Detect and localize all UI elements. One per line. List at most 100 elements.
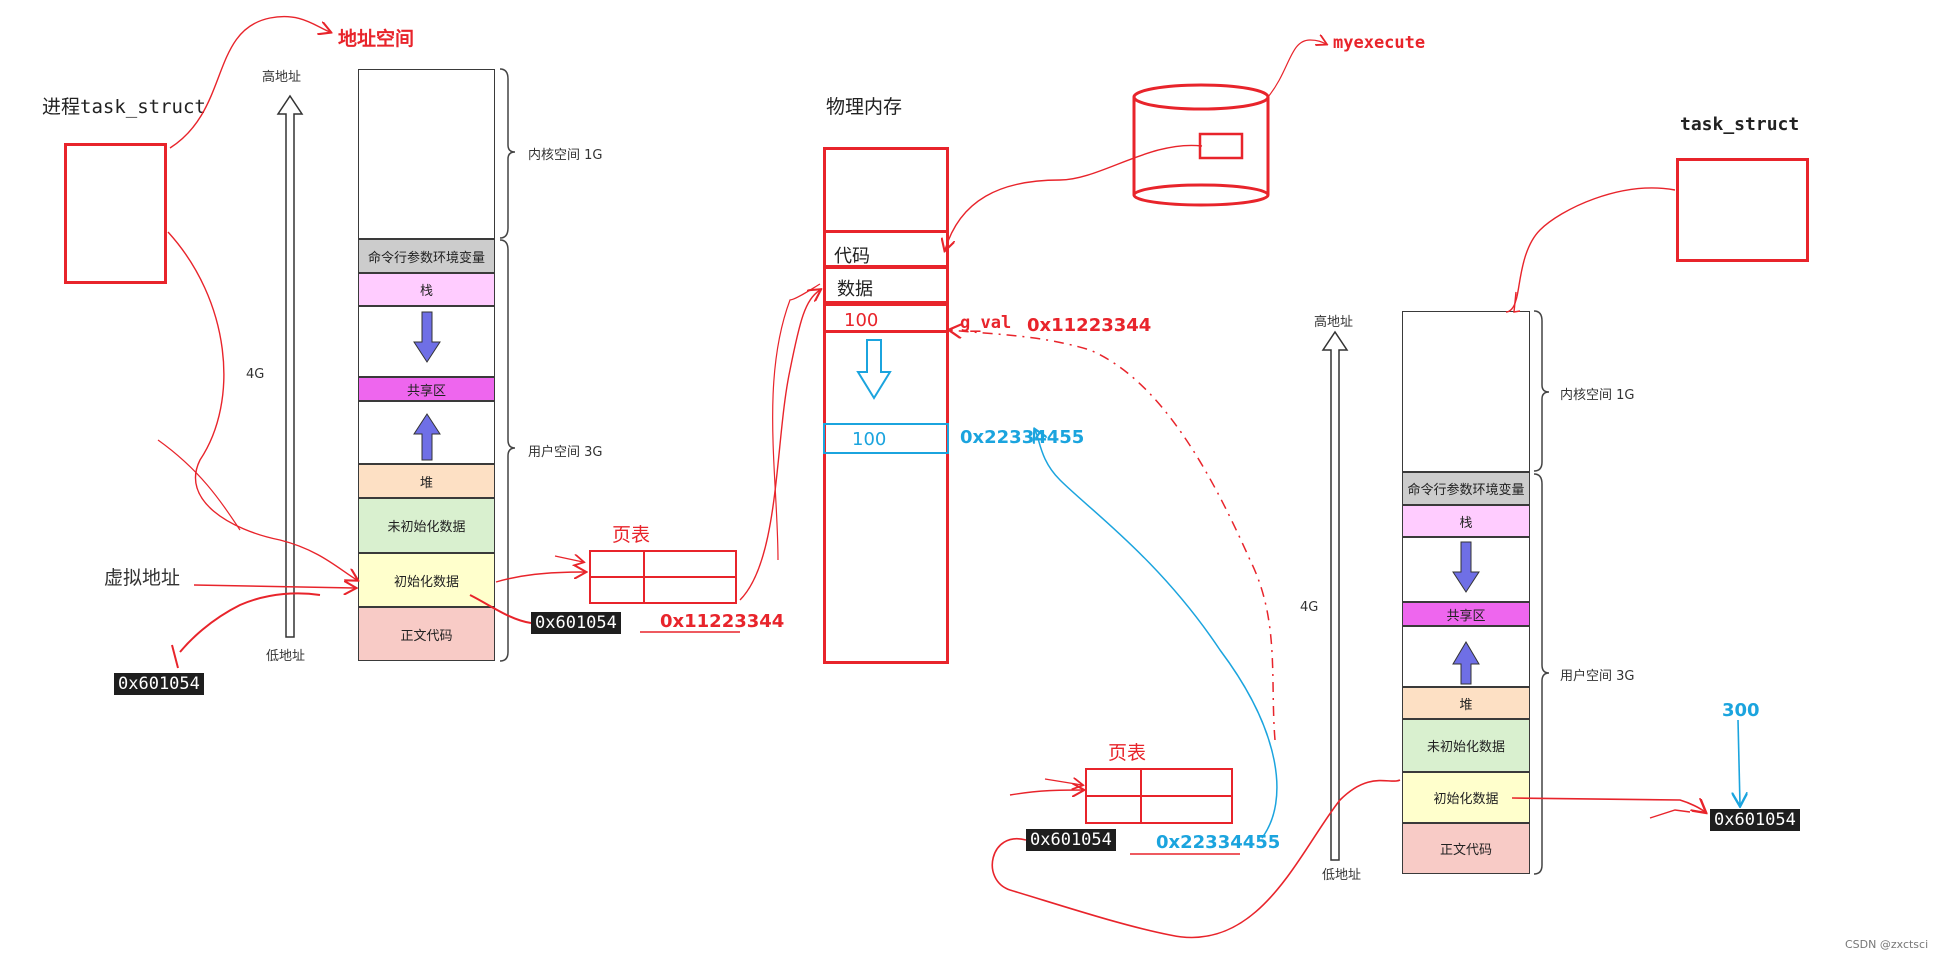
right-pagetable-tick — [1044, 779, 1082, 785]
address-space-curve — [169, 15, 330, 149]
left-high-addr-label: 高地址 — [262, 70, 302, 85]
left-addr-tick — [171, 644, 179, 669]
right-stack-down-arrow — [1452, 541, 1480, 593]
left-page-table-label: 页表 — [612, 524, 651, 546]
disk-label: myexecute — [1333, 33, 1426, 53]
left-heap-segment: 堆 — [358, 464, 495, 498]
watermark: CSDN @zxctsci — [1845, 938, 1929, 951]
pagetable-to-data-curve — [772, 283, 821, 561]
physical-gval-cell — [823, 303, 949, 333]
left-env-label: 命令行参数环境变量 — [367, 250, 485, 266]
right-page-table-label: 页表 — [1108, 742, 1147, 764]
left-page-table-vline — [643, 552, 645, 602]
left-init-label: 初始化数据 — [393, 574, 459, 590]
left-page-table-virtual: 0x601054 — [531, 612, 621, 634]
physical-data-label: 数据 — [837, 279, 873, 300]
left-heap-up-arrow — [413, 413, 441, 461]
right-page-table-hline — [1087, 795, 1231, 797]
right-kernel-brace — [1533, 310, 1550, 472]
right-4g-label: 4G — [1300, 600, 1319, 615]
right-page-table-virtual: 0x601054 — [1026, 829, 1116, 851]
right-stack-segment: 栈 — [1402, 505, 1530, 537]
right-code-label: 正文代码 — [1439, 843, 1492, 858]
left-init-segment: 初始化数据 — [358, 553, 495, 607]
left-low-addr-label: 低地址 — [266, 649, 306, 664]
left-virtual-address-value: 0x601054 — [114, 673, 204, 695]
physical-memory-block — [823, 147, 949, 664]
right-4g-arrow — [1321, 330, 1349, 861]
virtual-addr-arrow — [193, 585, 355, 588]
right-heap-up-arrow — [1452, 641, 1480, 685]
left-user-space-label: 用户空间 3G — [528, 445, 603, 460]
right-init-label: 初始化数据 — [1433, 792, 1499, 807]
left-extra-curve — [157, 439, 241, 531]
right-init-to-addr-arrow — [1511, 797, 1705, 812]
left-process-label: 进程task_struct — [42, 96, 206, 118]
left-code-segment: 正文代码 — [358, 607, 495, 661]
left-stack-label: 栈 — [419, 284, 433, 299]
init-to-pagetable-lower — [469, 594, 532, 624]
right-virtual-address-value: 0x601054 — [1710, 809, 1800, 831]
right-low-addr-label: 低地址 — [1322, 868, 1362, 883]
right-user-brace — [1533, 473, 1550, 875]
right-code-segment: 正文代码 — [1402, 823, 1530, 874]
right-task-label: task_struct — [1680, 114, 1800, 135]
physical-copy-arrow — [856, 339, 892, 400]
right-kernel-space-label: 内核空间 1G — [1560, 388, 1635, 403]
virtual-address-label: 虚拟地址 — [104, 567, 181, 589]
right-bottom-loop — [991, 779, 1401, 939]
right-uninit-segment: 未初始化数据 — [1402, 719, 1530, 772]
right-high-addr-label: 高地址 — [1314, 315, 1354, 330]
left-shared-label: 共享区 — [406, 383, 446, 399]
physical-memory-title: 物理内存 — [826, 96, 903, 118]
physical-copy-cell — [823, 423, 949, 454]
left-shared-segment: 共享区 — [358, 377, 495, 401]
dashed-share-curve — [950, 330, 1276, 741]
physical-addr-copy: 0x22334455 — [960, 427, 1085, 448]
left-uninit-label: 未初始化数据 — [387, 520, 466, 535]
pagetable-to-physical-curve — [739, 290, 820, 601]
init-to-pagetable-arrow — [495, 572, 585, 583]
right-shared-label: 共享区 — [1446, 608, 1486, 624]
pagetable-left-tick — [554, 556, 583, 562]
gval-label: g_val — [960, 313, 1012, 333]
right-page-table-vline — [1140, 770, 1142, 822]
left-page-table-hline — [591, 576, 735, 578]
physical-addr-original: 0x11223344 — [1027, 315, 1152, 336]
left-page-table-physical: 0x11223344 — [660, 611, 785, 632]
left-4g-arrow — [276, 94, 304, 638]
left-code-label: 正文代码 — [400, 628, 453, 644]
left-user-brace — [499, 239, 516, 662]
blue-copy-curve — [1035, 430, 1278, 839]
left-kernel-brace — [499, 68, 516, 239]
left-page-table — [589, 550, 737, 604]
right-task-struct-box — [1676, 158, 1809, 262]
left-env-segment: 命令行参数环境变量 — [358, 239, 495, 273]
right-user-space-label: 用户空间 3G — [1560, 669, 1635, 684]
physical-copy-value: 100 — [852, 429, 887, 450]
right-addr-tick — [1649, 809, 1691, 819]
disk-label-curve — [1267, 40, 1326, 98]
left-kernel-space-segment — [358, 69, 495, 239]
right-uninit-label: 未初始化数据 — [1426, 740, 1505, 755]
right-page-table-physical: 0x22334455 — [1156, 832, 1281, 853]
right-env-segment: 命令行参数环境变量 — [1402, 472, 1530, 505]
right-env-label: 命令行参数环境变量 — [1407, 483, 1525, 498]
right-shared-segment: 共享区 — [1402, 602, 1530, 626]
task-to-init-curve — [167, 231, 357, 580]
left-heap-label: 堆 — [419, 475, 433, 491]
left-uninit-segment: 未初始化数据 — [358, 498, 495, 553]
left-stack-segment: 栈 — [358, 273, 495, 306]
physical-data-cell — [823, 266, 949, 304]
right-task-to-space-curve — [1505, 187, 1676, 313]
disk-to-code-curve — [945, 144, 1203, 250]
right-kernel-space-segment — [1402, 311, 1530, 472]
physical-code-label: 代码 — [834, 246, 870, 267]
right-page-table — [1085, 768, 1233, 824]
right-task-to-space-tick — [1513, 291, 1521, 313]
right-pagetable-arrow — [1009, 790, 1083, 795]
left-task-struct-box — [64, 143, 167, 284]
left-kernel-space-label: 内核空间 1G — [528, 148, 603, 163]
disk-cylinder — [1132, 83, 1270, 207]
